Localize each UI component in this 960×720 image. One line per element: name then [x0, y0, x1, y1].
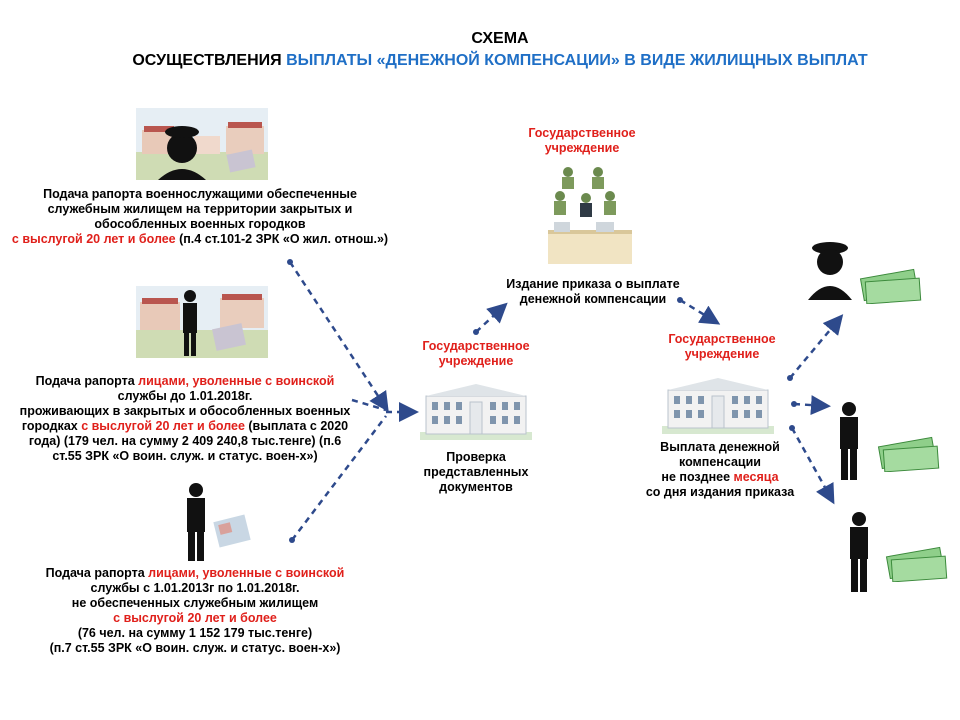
- money-stack-icon-1: [859, 268, 922, 304]
- diagram-title: СХЕМА: [471, 30, 529, 47]
- block3-line4: с выслугой 20 лет и более: [113, 611, 277, 625]
- retired-person-document-image: [187, 483, 251, 561]
- arrow-block2-to-check: [351, 398, 387, 412]
- subtitle-highlight: ВЫПЛАТЫ «ДЕНЕЖНОЙ КОМПЕНСАЦИИ» В ВИДЕ ЖИ…: [286, 52, 868, 69]
- government-building-image-right: [662, 378, 774, 434]
- block2-line3: проживающих в закрытых и обособленных во…: [19, 404, 351, 418]
- arrow-payment-to-man2: [790, 427, 835, 505]
- block2-line6: ст.55 ЗРК «О воин. служ. и статус. воен-…: [52, 449, 318, 463]
- payment-text: Выплата денежной компенсации не позднее …: [645, 440, 795, 499]
- arrow-order-to-payment: [679, 298, 721, 325]
- arrow-check-to-order: [475, 302, 508, 333]
- military-town-officer-image: [136, 286, 268, 358]
- block2-line1: Подача рапорта лицами, уволенные с воинс…: [35, 374, 335, 388]
- block1-line1: Подача рапорта военнослужащими обеспечен…: [43, 187, 357, 201]
- block1-line3: обособленных военных городков: [94, 217, 306, 231]
- arrow-block3-to-check: [291, 415, 387, 541]
- block1-line4: с выслугой 20 лет и более (п.4 ст.101-2 …: [0, 232, 400, 247]
- block1-service-years: с выслугой 20 лет и более: [11, 232, 176, 246]
- government-building-image-left: [420, 384, 532, 440]
- government-office-staff-image: [548, 167, 632, 264]
- military-town-soldier-image: [136, 108, 268, 180]
- man-recipient-icon-1: [840, 402, 858, 480]
- arrow-payment-to-soldier: [789, 314, 844, 379]
- block3-line1: Подача рапорта лицами, уволенные с воинс…: [45, 566, 345, 580]
- block3-line6: (п.7 ст.55 ЗРК «О воин. служ. и статус. …: [49, 641, 341, 655]
- block2-line4: городках с выслугой 20 лет и более (выпл…: [21, 419, 349, 433]
- soldier-recipient-icon: [808, 242, 852, 300]
- block1-request-text: Подача рапорта военнослужащими обеспечен…: [0, 187, 400, 247]
- arrow-block1-to-check: [288, 261, 389, 413]
- money-stack-icon-3: [885, 546, 948, 582]
- block2-line5: года) (179 чел. на сумму 2 409 240,8 тыс…: [28, 434, 342, 448]
- block3-request-text: Подача рапорта лицами, уволенные с воинс…: [10, 566, 380, 656]
- block1-law-ref: (п.4 ст.101-2 ЗРК «О жил. отнош.»): [175, 232, 389, 246]
- block3-line3: не обеспеченных служебным жилищем: [71, 596, 319, 610]
- payment-deadline-month: месяца: [733, 470, 779, 484]
- money-stack-icon-2: [877, 436, 940, 472]
- man-recipient-icon-2: [850, 512, 868, 592]
- subtitle-prefix: ОСУЩЕСТВЛЕНИЯ: [132, 52, 287, 69]
- block2-request-text: Подача рапорта лицами, уволенные с воинс…: [0, 374, 370, 464]
- block2-line2: службы до 1.01.2018г.: [117, 389, 253, 403]
- arrow-payment-to-man1: [793, 395, 831, 416]
- diagram-subtitle: ОСУЩЕСТВЛЕНИЯ ВЫПЛАТЫ «ДЕНЕЖНОЙ КОМПЕНСА…: [0, 52, 960, 70]
- block3-line2: службы с 1.01.2013г по 1.01.2018г.: [90, 581, 300, 595]
- block3-line5: (76 чел. на сумму 1 152 179 тыс.тенге): [77, 626, 313, 640]
- block1-line2: служебным жилищем на территории закрытых…: [47, 202, 353, 216]
